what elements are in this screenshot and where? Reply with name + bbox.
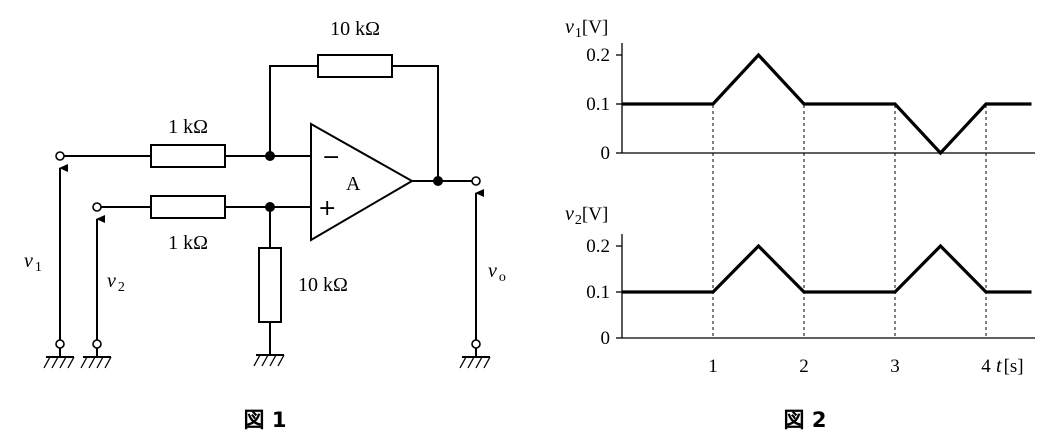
input2-terminal xyxy=(92,202,102,212)
feedback-resistor-label: 10 kΩ xyxy=(330,18,380,40)
top-ytick-label: 0 xyxy=(601,143,611,164)
bottom-ytick-label: 0.1 xyxy=(586,282,610,303)
opamp-triangle xyxy=(310,122,415,242)
figure2-caption: 図 2 xyxy=(784,408,827,432)
output-terminal xyxy=(471,176,481,186)
ground-terminal-vo xyxy=(459,339,491,369)
feedback-resistor xyxy=(317,54,393,78)
top-ylabel: v1[V] xyxy=(565,16,608,41)
input1-resistor xyxy=(150,144,226,168)
top-ytick-label: 0.2 xyxy=(586,45,610,66)
ground-terminal-v1 xyxy=(43,339,75,369)
junction-output xyxy=(433,176,443,186)
input1-terminal xyxy=(55,151,65,161)
ground-symbol-resistor xyxy=(253,354,285,367)
opamp-label: A xyxy=(346,173,361,195)
input1-resistor-label: 1 kΩ xyxy=(168,116,208,138)
top-series-line xyxy=(622,52,1032,156)
x-tick-label: 3 xyxy=(890,356,900,377)
figure1-caption: 図 1 xyxy=(244,408,287,432)
input2-resistor-label: 1 kΩ xyxy=(168,232,208,254)
bottom-ylabel: v2[V] xyxy=(565,203,608,228)
opamp-minus-sign: − xyxy=(322,145,340,170)
input2-resistor xyxy=(150,195,226,219)
bottom-series-line xyxy=(622,243,1032,294)
junction-minus xyxy=(265,151,275,161)
ground-resistor-label: 10 kΩ xyxy=(298,274,348,296)
waveform-charts: v1[V] v2[V] t[s] 0.2 0.1 0 0.2 0.1 0 1 2 3 4 図 2 xyxy=(565,16,1035,432)
opamp-plus-sign: + xyxy=(318,196,336,221)
bottom-ytick-label: 0.2 xyxy=(586,236,610,257)
ground-terminal-v2 xyxy=(80,339,112,369)
ground-resistor xyxy=(258,247,282,323)
x-tick-label: 2 xyxy=(799,356,809,377)
bottom-ytick-label: 0 xyxy=(601,328,611,349)
circuit-diagram: 10 kΩ 1 kΩ 1 kΩ 10 kΩ − + A xyxy=(24,18,506,432)
x-tick-label: 4 xyxy=(981,356,991,377)
feedback-wire xyxy=(269,65,439,181)
x-axis-label: t[s] xyxy=(996,355,1024,377)
x-tick-label: 1 xyxy=(708,356,718,377)
top-ytick-label: 0.1 xyxy=(586,94,610,115)
